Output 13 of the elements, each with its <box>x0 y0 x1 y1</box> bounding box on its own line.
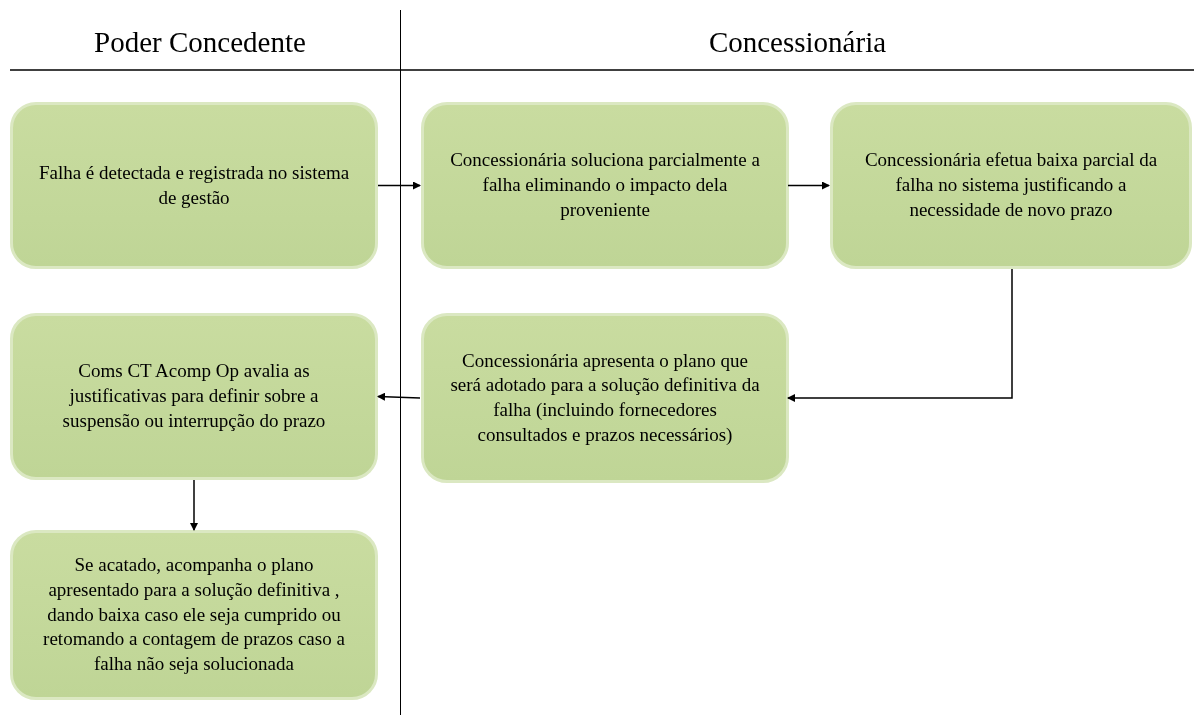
process-box: Concessionária soluciona parcialmente a falha eliminando o impacto dela proveniente <box>421 102 789 269</box>
process-box: Concessionária apresenta o plano que será adotado para a solução definitiva da falha (incluindo fornecedores consultados e prazos necessários) <box>421 313 789 483</box>
arrow <box>190 479 198 531</box>
process-box: Concessionária efetua baixa parcial da falha no sistema justificando a necessidade de novo prazo <box>830 102 1192 269</box>
process-box: Se acatado, acompanha o plano apresentado para a solução definitiva , dando baixa caso ele seja cumprido ou retomando a contagem de prazos caso a falha não seja solucionada <box>10 530 378 700</box>
arrow <box>787 268 1013 402</box>
lane-title: Concessionária <box>708 26 887 59</box>
process-box: Falha é detectada e registrada no sistema de gestão <box>10 102 378 269</box>
arrow <box>377 181 421 190</box>
arrow <box>787 181 830 190</box>
arrow <box>377 392 421 401</box>
lane-title: Poder Concedente <box>94 26 306 59</box>
process-box: Coms CT Acomp Op avalia as justificativas para definir sobre a suspensão ou interrupção do prazo <box>10 313 378 480</box>
